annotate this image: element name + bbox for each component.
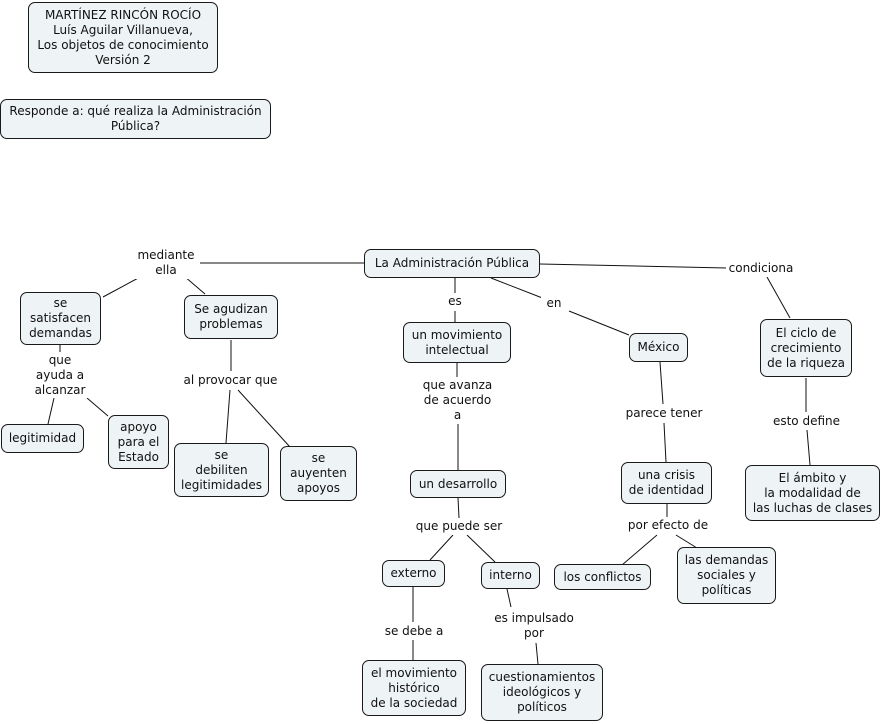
link-line bbox=[621, 534, 658, 566]
link-label-impulsado: es impulsado por bbox=[489, 609, 579, 643]
agudizan-problemas-node[interactable]: Se agudizan problemas bbox=[184, 295, 278, 339]
link-label-avanza: que avanza de acuerdo a bbox=[417, 377, 498, 424]
link-label-ayuda: que ayuda a alcanzar bbox=[30, 352, 90, 398]
externo-node[interactable]: externo bbox=[382, 560, 445, 587]
link-line bbox=[663, 422, 667, 463]
debiliten-legitimidades-node[interactable]: se debiliten legitimidades bbox=[174, 443, 269, 497]
link-line bbox=[102, 275, 143, 298]
ciclo-crecimiento-node[interactable]: El ciclo de crecimiento de la riqueza bbox=[760, 319, 852, 377]
link-label-condiciona: condiciona bbox=[726, 259, 796, 277]
satisfacen-demandas-node[interactable]: se satisfacen demandas bbox=[20, 292, 101, 345]
link-line bbox=[659, 361, 664, 405]
link-line bbox=[466, 534, 496, 563]
link-line bbox=[675, 534, 698, 549]
link-label-puede: que puede ser bbox=[411, 518, 507, 535]
question-node[interactable]: Responde a: qué realiza la Administració… bbox=[0, 99, 271, 139]
link-line bbox=[86, 397, 109, 417]
link-line bbox=[535, 642, 539, 665]
link-label-efecto: por efecto de bbox=[624, 517, 712, 534]
link-line bbox=[457, 497, 460, 519]
mexico-node[interactable]: México bbox=[629, 333, 688, 362]
ambito-modalidad-node[interactable]: El ámbito y la modalidad de las luchas d… bbox=[745, 465, 880, 521]
link-label-mediante: mediante ella bbox=[133, 247, 199, 279]
los-conflictos-node[interactable]: los conflictos bbox=[554, 564, 651, 590]
link-line bbox=[806, 429, 811, 466]
movimiento-intelectual-node[interactable]: un movimiento intelectual bbox=[403, 322, 511, 363]
link-label-en: en bbox=[541, 295, 567, 312]
link-line bbox=[766, 276, 791, 319]
legitimidad-node[interactable]: legitimidad bbox=[1, 424, 84, 453]
interno-node[interactable]: interno bbox=[481, 562, 540, 589]
demandas-sociales-node[interactable]: las demandas sociales y políticas bbox=[677, 547, 776, 604]
movimiento-historico-node[interactable]: el movimiento histórico de la sociedad bbox=[362, 660, 466, 716]
auyenten-apoyos-node[interactable]: se auyenten apoyos bbox=[280, 446, 357, 501]
link-line bbox=[183, 275, 206, 295]
administracion-publica-node[interactable]: La Administración Pública bbox=[364, 249, 540, 278]
link-line bbox=[225, 389, 231, 444]
link-label-define: esto define bbox=[769, 412, 844, 430]
link-line bbox=[429, 534, 454, 561]
link-line bbox=[568, 310, 630, 336]
cuestionamientos-node[interactable]: cuestionamientos ideológicos y políticos bbox=[481, 664, 603, 721]
header-node[interactable]: MARTÍNEZ RINCÓN ROCÍO Luís Aguilar Villa… bbox=[28, 2, 218, 73]
link-line bbox=[539, 263, 728, 269]
link-line bbox=[237, 389, 291, 448]
link-label-parece: parece tener bbox=[621, 404, 707, 422]
crisis-identidad-node[interactable]: una crisis de identidad bbox=[621, 462, 712, 504]
desarrollo-node[interactable]: un desarrollo bbox=[410, 470, 506, 498]
link-line bbox=[506, 588, 512, 608]
link-label-es: es bbox=[444, 293, 466, 310]
link-line bbox=[490, 277, 546, 300]
apoyo-estado-node[interactable]: apoyo para el Estado bbox=[108, 415, 169, 469]
link-label-provocar: al provocar que bbox=[179, 371, 282, 389]
link-line bbox=[47, 397, 55, 425]
link-label-debe: se debe a bbox=[381, 622, 447, 640]
